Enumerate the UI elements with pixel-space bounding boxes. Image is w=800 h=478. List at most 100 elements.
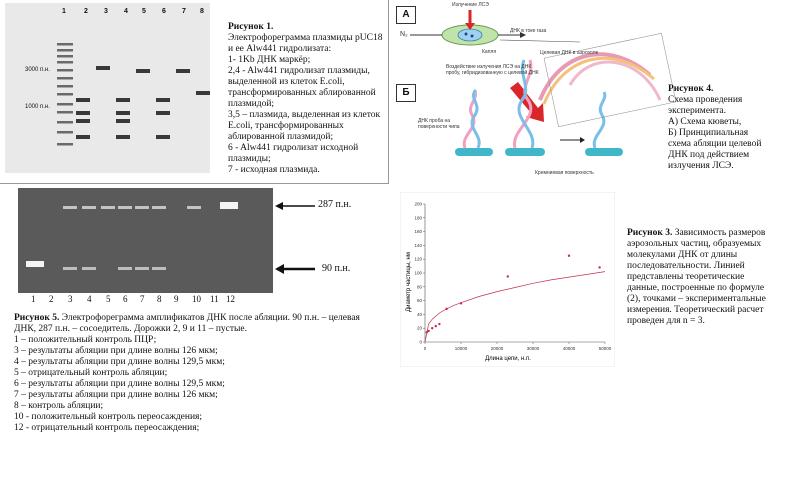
fig5-line: 12 - отрицательный контроль переосаждени… <box>14 423 200 433</box>
chart-y-tick-label: 80 <box>417 284 423 289</box>
fig5-lane-number: 7 <box>140 294 145 304</box>
fig1-line: и ее Alw441 гидролизата: <box>228 44 332 54</box>
fig3-line: аэрозольных частиц, образуемых <box>627 239 762 249</box>
fig3-line: измерения. Теоретический расчет <box>627 305 764 315</box>
chart-y-tick-label: 140 <box>414 243 422 248</box>
fig1-lane-number: 5 <box>142 8 146 15</box>
fig5-gel-band <box>220 202 238 209</box>
fig1-ladder-band <box>57 85 73 88</box>
n2-label: N₂ <box>400 31 408 38</box>
fig3-caption: Рисунок 3. Зависимость размеров аэрозоль… <box>627 228 797 327</box>
fig5-lane-number: 8 <box>157 294 162 304</box>
fig1-marker-1000: 1000 п.н. <box>25 104 50 110</box>
fig1-line: 7 - исходная плазмида. <box>228 165 320 175</box>
fig1-ladder-band <box>57 61 73 64</box>
fig5-gel-band <box>135 206 149 209</box>
fig5-lane-number: 6 <box>123 294 128 304</box>
fig5-gel-band <box>82 267 96 270</box>
fig5-title: Рисунок 5. <box>14 313 60 323</box>
fig5-gel-band <box>152 267 166 270</box>
fig5-gel-band <box>135 267 149 270</box>
panel-b-label: Б <box>396 84 416 102</box>
fig5-line: 10 - положительный контроль переосаждени… <box>14 412 203 422</box>
fig1-caption: Рисунок 1. Электрофореграмма плазмиды pU… <box>228 22 383 176</box>
chart-data-point <box>434 324 437 328</box>
fig1-gel-band <box>76 98 90 102</box>
fig5-line: 6 – результаты абляции при длине волны 1… <box>14 379 225 389</box>
fig1-line: плазмиды; <box>228 154 271 164</box>
fig3-line: представлены теоретические <box>627 272 745 282</box>
fig5-gel-band <box>187 206 201 209</box>
fig5-gel-band <box>63 206 77 209</box>
fig1-line: 1- 1Kb ДНК маркёр; <box>228 55 311 65</box>
fig5-lane-number: 1 <box>31 294 36 304</box>
fig1-ladder-band <box>57 43 73 46</box>
fig5-gel-band <box>63 267 77 270</box>
fig3-title: Рисунок 3. <box>627 228 673 238</box>
flow-label: ДНК в токе газа <box>510 28 547 34</box>
fig1-lane-number: 8 <box>200 8 204 15</box>
fig1-gel-band <box>116 111 130 115</box>
fig5-line: Электрофореграмма амплификатов ДНК после… <box>61 313 360 323</box>
fig5-line: 7 – результаты абляции при длине волны 1… <box>14 390 218 400</box>
fig5-gel-band <box>152 206 166 209</box>
fig3-line: последовательности. Линией <box>627 261 745 271</box>
fig1-ladder-band <box>57 93 73 96</box>
fig5-lane-number: 2 <box>49 294 54 304</box>
surface-label: Кремниевая поверхность <box>535 170 594 176</box>
fig5-line: 1 – положительный контроль ПЦР; <box>14 335 157 345</box>
fig1-line: E.coli, трансформированных <box>228 121 344 131</box>
fig4-line: схема абляции целевой <box>668 139 762 149</box>
chart-y-tick-label: 0 <box>419 340 422 345</box>
chart-data-point <box>567 254 571 257</box>
chart-data-point <box>598 266 601 269</box>
chart-y-tick-label: 160 <box>414 229 422 234</box>
fig1-line: выделенной из клеток E.coli, <box>228 77 345 87</box>
fig4-line: А) Схема кюветы, <box>668 117 742 127</box>
fig4-schematic <box>410 10 677 156</box>
fig4-title: Рисунок 4. <box>668 84 714 94</box>
fig1-ladder-band <box>57 131 73 134</box>
chart-y-tick-label: 40 <box>417 312 423 317</box>
fig1-gel-band <box>76 135 90 139</box>
fig1-gel-band <box>136 69 150 73</box>
fig5-arrows <box>275 202 315 274</box>
probe-note-label: Воздействие излучения ЛСЭ на ДНК пробу, … <box>446 64 539 76</box>
fig1-line: 2,4 - Alw441 гидролизат плазмиды, <box>228 66 370 76</box>
fig5-lane-number: 9 <box>174 294 179 304</box>
fig5-gel-band <box>118 267 132 270</box>
fig4-line: ДНК под действием <box>668 150 750 160</box>
panel-a-label: А <box>396 6 416 24</box>
fig1-ladder-band <box>57 111 73 114</box>
fig3-line: данные, построенные по формуле <box>627 283 765 293</box>
chart-y-tick-label: 20 <box>417 326 423 331</box>
fig1-gel-bands <box>57 43 210 146</box>
chart-x-tick-label: 20000 <box>491 346 504 351</box>
fig1-ladder-band <box>57 55 73 58</box>
fig1-lane-number: 1 <box>62 8 66 15</box>
fig5-label-90: 90 п.н. <box>322 263 351 274</box>
fig1-gel-band <box>116 98 130 102</box>
fig5-gel-band <box>101 206 115 209</box>
fig1-lane-number: 7 <box>182 8 186 15</box>
fig5-lane-number: 3 <box>68 294 73 304</box>
fig4-line: Б) Принципиальная <box>668 128 749 138</box>
chart-data-point <box>431 327 434 330</box>
fig1-ladder-band <box>57 143 73 146</box>
chart-data-point <box>438 322 441 326</box>
fig5-line: 5 – отрицательный контроль абляции; <box>14 368 168 378</box>
fig1-gel-band <box>176 69 190 73</box>
fig1-gel-band <box>196 91 210 95</box>
fig5-label-287: 287 п.н. <box>318 199 352 210</box>
fig1-gel-band <box>156 111 170 115</box>
chart-y-tick-label: 120 <box>414 257 422 262</box>
fig4-line: эксперимента. <box>668 106 726 116</box>
fig3-line: проведен для n = 3. <box>627 316 705 326</box>
fig1-title: Рисунок 1. <box>228 22 274 32</box>
fig1-line: Электрофореграмма плазмиды pUC18 <box>228 33 383 43</box>
chart-x-tick-label: 30000 <box>527 346 540 351</box>
fig4-line: Схема проведения <box>668 95 743 105</box>
